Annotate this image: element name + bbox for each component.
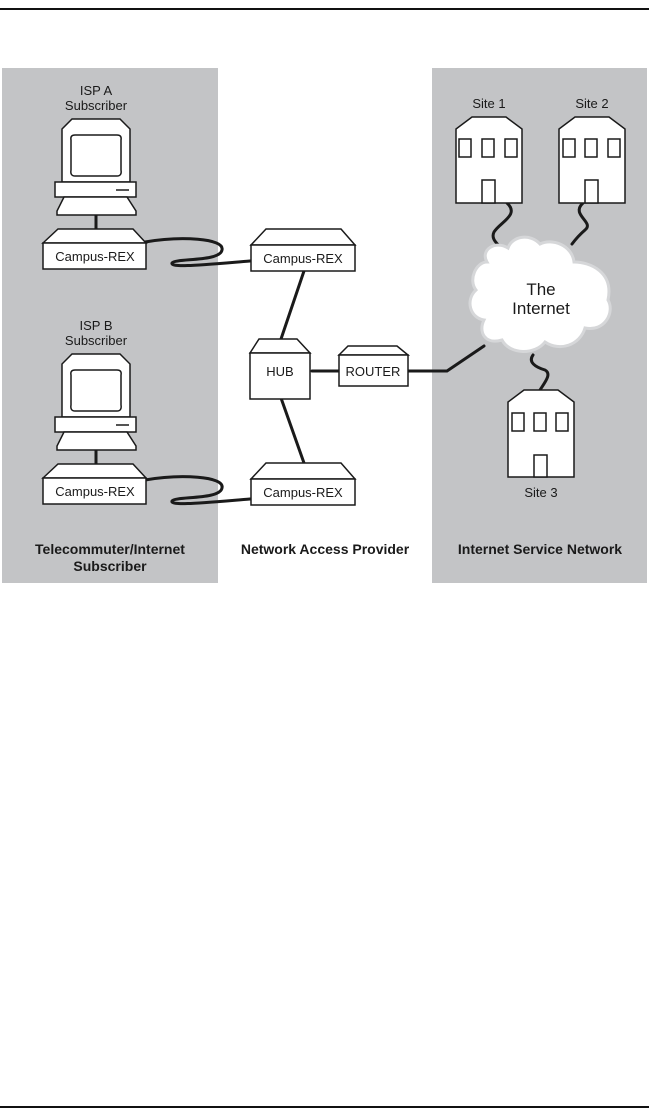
section-title-right: Internet Service Network: [458, 541, 622, 557]
section-title-left-line2: Subscriber: [73, 558, 147, 574]
site-3: Site 3: [507, 389, 575, 500]
link-nap-top-to-hub: [279, 269, 306, 341]
cable-b-to-nap: [143, 475, 252, 506]
site-1: Site 1: [455, 96, 523, 204]
campus-rex-a-label: Campus-REX: [55, 249, 135, 264]
router-label: ROUTER: [346, 364, 401, 379]
cloud-icon: [468, 235, 612, 353]
site1-to-internet-cable: [491, 201, 513, 252]
internet-cloud: The Internet: [468, 235, 612, 353]
isp-a-subscriber: ISP A Subscriber Campus-REX: [41, 83, 148, 270]
top-rule: [0, 8, 649, 10]
hub-label: HUB: [266, 364, 293, 379]
network-diagram: ISP A Subscriber Campus-REX ISP B Subscr…: [35, 83, 626, 574]
site2-to-internet-cable: [570, 201, 589, 246]
cloud-label-line2: Internet: [512, 299, 570, 318]
bottom-rule: [0, 1106, 649, 1108]
cable-a-to-nap: [143, 237, 252, 268]
hub: HUB: [248, 338, 312, 400]
computer-icon: [54, 118, 137, 216]
nap-campus-rex-bottom-label: Campus-REX: [263, 485, 343, 500]
isp-b-label-line1: ISP B: [79, 318, 112, 333]
isp-a-label-line1: ISP A: [80, 83, 113, 98]
link-router-to-internet: [406, 344, 486, 373]
isp-b-subscriber: ISP B Subscriber Campus-REX: [41, 318, 148, 505]
link-hub-to-nap-bottom: [279, 396, 306, 465]
site-3-label: Site 3: [524, 485, 557, 500]
site-2-label: Site 2: [575, 96, 608, 111]
internet-to-site3-cable: [529, 353, 550, 392]
site-2: Site 2: [558, 96, 626, 204]
router: ROUTER: [337, 345, 411, 387]
section-title-left-line1: Telecommuter/Internet: [35, 541, 185, 557]
nap-campus-rex-top: Campus-REX: [249, 228, 357, 272]
campus-rex-b: Campus-REX: [41, 463, 148, 505]
isp-a-label-line2: Subscriber: [65, 98, 128, 113]
nap-campus-rex-top-label: Campus-REX: [263, 251, 343, 266]
cloud-label-line1: The: [526, 280, 555, 299]
building-icon: [558, 116, 626, 204]
isp-b-label-line2: Subscriber: [65, 333, 128, 348]
building-icon: [455, 116, 523, 204]
building-icon: [507, 389, 575, 478]
campus-rex-b-label: Campus-REX: [55, 484, 135, 499]
site-1-label: Site 1: [472, 96, 505, 111]
section-title-middle: Network Access Provider: [241, 541, 410, 557]
campus-rex-a: Campus-REX: [41, 228, 148, 270]
nap-campus-rex-bottom: Campus-REX: [249, 462, 357, 506]
computer-icon: [54, 353, 137, 451]
